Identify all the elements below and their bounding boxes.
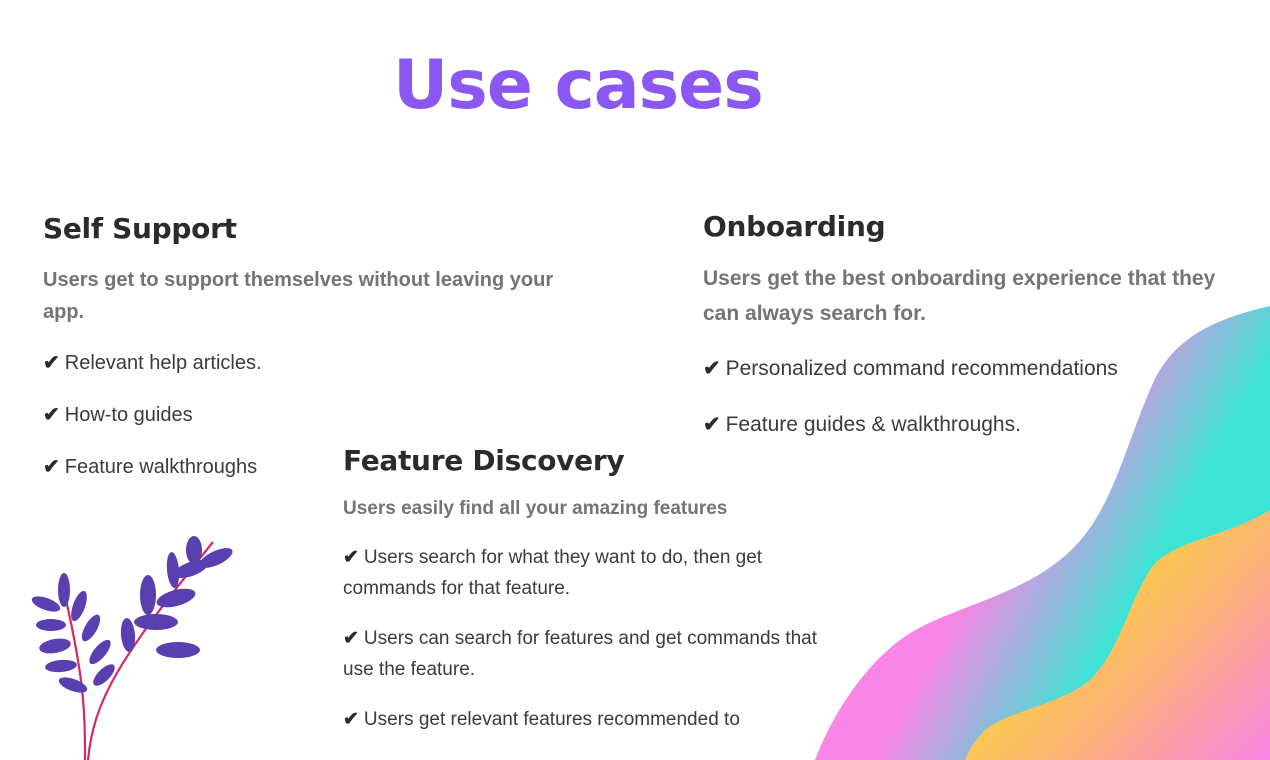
list-item: ✔Users can search for features and get c… bbox=[343, 628, 817, 680]
check-icon: ✔ bbox=[703, 357, 721, 380]
list-item: ✔Relevant help articles. bbox=[43, 352, 262, 374]
section-onboarding: Onboarding Users get the best onboarding… bbox=[703, 210, 1243, 440]
check-icon: ✔ bbox=[43, 456, 60, 478]
list-item: ✔Users search for what they want to do, … bbox=[343, 547, 763, 599]
feature-list: ✔Relevant help articles. ✔How-to guides … bbox=[43, 348, 563, 483]
page-title: Use cases bbox=[393, 46, 764, 125]
section-lead: Users get the best onboarding experience… bbox=[703, 267, 1216, 325]
check-icon: ✔ bbox=[343, 547, 359, 568]
check-icon: ✔ bbox=[343, 628, 359, 649]
list-item: ✔Feature guides & walkthroughs. bbox=[703, 413, 1021, 436]
section-heading: Self Support bbox=[43, 212, 237, 245]
section-lead: Users get to support themselves without … bbox=[43, 269, 554, 323]
list-item: ✔Feature walkthroughs bbox=[43, 456, 258, 478]
feature-list: ✔Personalized command recommendations ✔F… bbox=[703, 353, 1243, 440]
list-item: ✔Users get relevant features recommended… bbox=[343, 709, 740, 730]
check-icon: ✔ bbox=[703, 413, 721, 436]
check-icon: ✔ bbox=[43, 404, 60, 426]
check-icon: ✔ bbox=[43, 352, 60, 374]
feature-list: ✔Users search for what they want to do, … bbox=[343, 542, 823, 735]
section-lead: Users easily find all your amazing featu… bbox=[343, 498, 728, 519]
list-item: ✔Personalized command recommendations bbox=[703, 357, 1118, 380]
section-feature-discovery: Feature Discovery Users easily find all … bbox=[343, 444, 823, 735]
section-heading: Onboarding bbox=[703, 210, 886, 243]
section-self-support: Self Support Users get to support themse… bbox=[43, 212, 563, 483]
check-icon: ✔ bbox=[343, 709, 359, 730]
section-heading: Feature Discovery bbox=[343, 444, 625, 477]
plant-illustration bbox=[31, 536, 233, 760]
list-item: ✔How-to guides bbox=[43, 404, 193, 426]
